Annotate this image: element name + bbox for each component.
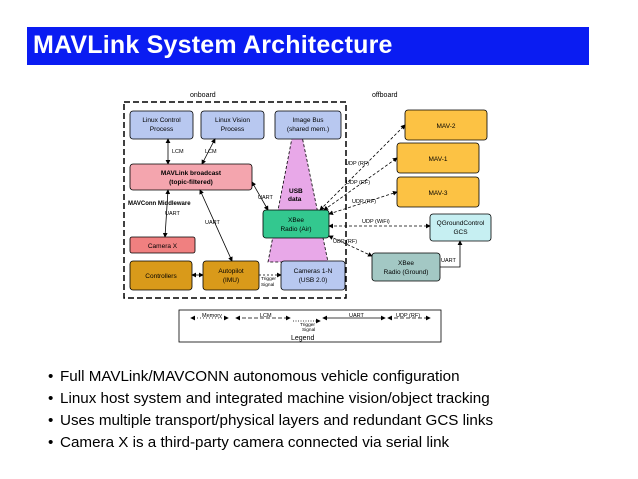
broadcast-label-2: (topic-filtered) <box>169 179 213 186</box>
bullet-text: Linux host system and integrated machine… <box>60 390 490 407</box>
broadcast-camera-x-link <box>162 189 171 238</box>
trigger-label: Trigger <box>261 276 276 282</box>
legend-udp-rf-label: UDP (RF) <box>396 313 420 319</box>
legend-title: Legend <box>291 335 314 342</box>
trigger-label-2: Signal <box>261 282 274 288</box>
udp-rf-label-3: UDP (RF) <box>352 199 376 205</box>
camera-x-box <box>129 236 196 254</box>
bullet-item: • Linux host system and integrated machin… <box>48 388 493 410</box>
bullet-item: • Camera X is a third-party camera connec… <box>48 432 493 454</box>
mav3-label: MAV-3 <box>428 190 447 197</box>
uart-label-c: UART <box>205 220 221 226</box>
middleware-label: MAVConn Middleware <box>128 201 191 207</box>
image-bus-box <box>274 110 342 140</box>
autopilot-label: Autopilot <box>218 268 243 275</box>
onboard-label: onboard <box>190 92 216 99</box>
usb-label: USB <box>289 188 303 195</box>
camera-x-label: Camera X <box>148 243 178 250</box>
page-title: MAVLink System Architecture <box>33 31 393 59</box>
xbee-mav3-link <box>328 190 398 216</box>
bullet-text: Uses multiple transport/physical layers … <box>60 412 494 429</box>
udp-rf-label-2: UDP (RF) <box>346 180 370 186</box>
cameras-label-2: (USB 2.0) <box>299 277 328 284</box>
xbee-air-ground-link <box>328 235 373 257</box>
cameras-box <box>280 260 346 291</box>
bullet-text: Full MAVLink/MAVCONN autonomous vehicle … <box>60 368 460 385</box>
linux-control-process-box <box>129 110 194 140</box>
legend-box <box>178 309 442 343</box>
bullet-dot: • <box>48 434 54 451</box>
legend-trigger-label: Trigger <box>300 322 315 328</box>
legend-uart-label: UART <box>349 313 365 319</box>
bullet-dot: • <box>48 368 54 385</box>
xbee-ground-label-2: Radio (Ground) <box>384 269 429 276</box>
controllers-label: Controllers <box>145 273 177 280</box>
image-bus-label-2: (shared mem.) <box>287 126 329 133</box>
xbee-ground-box <box>371 252 441 282</box>
title-bar: MAVLink System Architecture <box>27 27 589 65</box>
udp-rf-label-4: UDP (RF) <box>333 239 357 245</box>
bullet-item: • Full MAVLink/MAVCONN autonomous vehicle… <box>48 366 493 388</box>
xbee-ground-label: XBee <box>398 260 414 267</box>
autopilot-box <box>202 260 260 291</box>
gcs-label-2: GCS <box>453 229 468 236</box>
bullet-item: • Uses multiple transport/physical layers… <box>48 410 493 432</box>
lcm-label-1: LCM <box>172 149 184 155</box>
cameras-label: Cameras 1-N <box>294 268 333 275</box>
xbee-air-label: XBee <box>288 217 304 224</box>
mavlink-broadcast-box <box>129 163 253 191</box>
broadcast-label: MAVLink broadcast <box>161 170 222 177</box>
gcs-label: QGroundControl <box>437 220 485 227</box>
autopilot-label-2: (IMU) <box>223 277 239 284</box>
gcs-box <box>429 213 492 242</box>
bullet-dot: • <box>48 390 54 407</box>
bullet-list: • Full MAVLink/MAVCONN autonomous vehicle… <box>48 366 493 454</box>
uart-label-d: UART <box>441 258 457 264</box>
usb-data-label: data <box>288 196 302 203</box>
udp-rf-label-1: UDP (RF) <box>345 161 369 167</box>
legend-trigger-label-2: Signal <box>302 327 315 333</box>
udp-wifi-label: UDP (WiFi) <box>362 219 390 225</box>
xbee-air-box <box>262 209 330 239</box>
bullet-dot: • <box>48 412 54 429</box>
linux-control-label-2: Process <box>150 126 174 133</box>
uart-label-a: UART <box>258 195 274 201</box>
linux-vision-label: Linux Vision <box>215 117 250 124</box>
mav1-label: MAV-1 <box>428 156 447 163</box>
xbee-ground-gcs-uart-link <box>440 240 463 268</box>
legend-memory-label: Memory <box>202 313 222 319</box>
broadcast-autopilot-link <box>199 189 233 262</box>
lcm-label-2: LCM <box>205 149 217 155</box>
linux-vision-process-box <box>200 110 265 140</box>
mav2-label: MAV-2 <box>436 123 455 130</box>
bullet-text: Camera X is a third-party camera connect… <box>60 434 450 451</box>
legend-lcm-label: LCM <box>260 313 272 319</box>
image-bus-label: Image Bus <box>292 117 324 124</box>
uart-label-b: UART <box>165 211 181 217</box>
lcm-link-vision <box>201 138 216 165</box>
broadcast-xbee-uart-link <box>251 181 269 211</box>
linux-control-label: Linux Control <box>142 117 181 124</box>
offboard-label: offboard <box>372 92 398 99</box>
xbee-air-label-2: Radio (Air) <box>280 226 311 233</box>
linux-vision-label-2: Process <box>221 126 245 133</box>
